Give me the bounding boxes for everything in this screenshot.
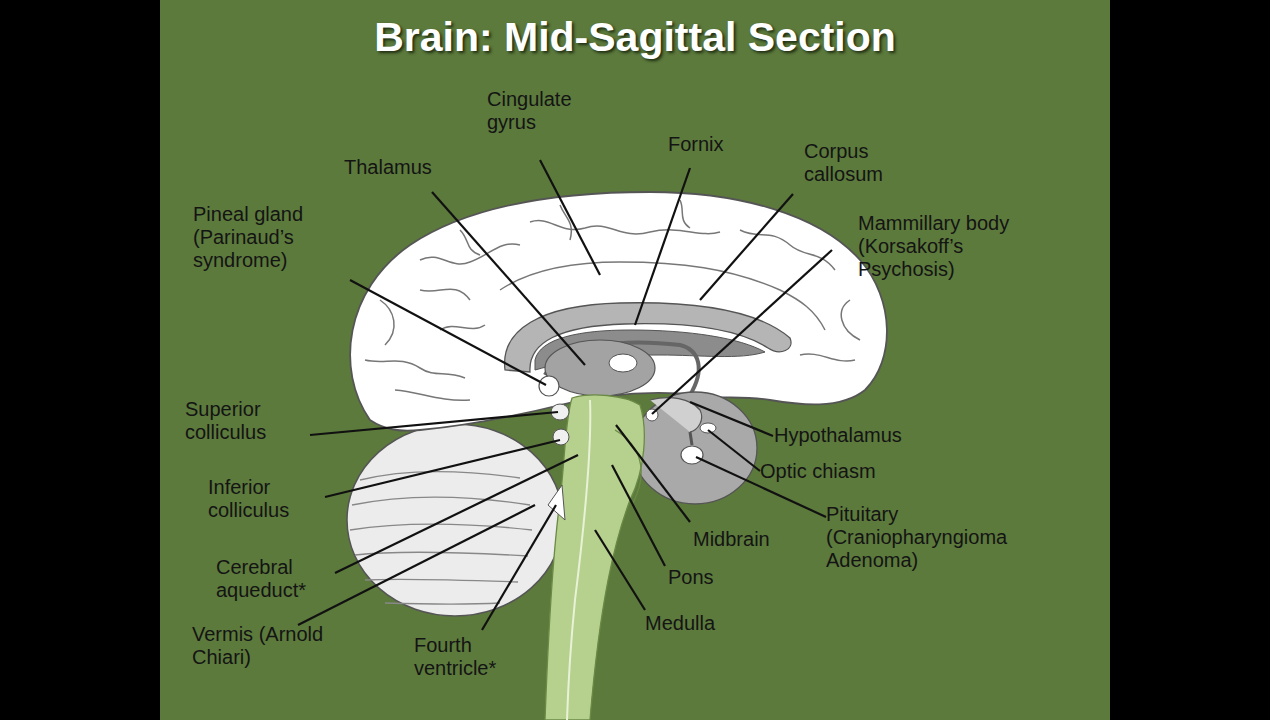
sulcus [380,300,394,345]
sulcus [440,325,485,330]
leader-line [595,530,645,610]
leader-line [700,194,793,300]
sulcus [365,360,465,378]
part-label: Cingulate gyrus [487,88,617,134]
sulcus [800,354,855,361]
leader-line [540,160,600,275]
sulcus [740,230,835,270]
part-label: Superior colliculus [185,398,310,444]
central-canal [567,400,590,720]
leader-line [432,192,585,365]
leader-line [708,430,760,471]
folium [352,497,530,505]
sulcus [841,300,860,340]
sulci [365,200,860,400]
leader-line [652,250,832,414]
leader-line [616,425,690,522]
part-label: Corpus callosum [804,140,924,186]
part-label: Hypothalamus [774,424,964,447]
leader-line [612,465,665,566]
pituitary [681,446,703,464]
part-label: Mammillary body (Korsakoff’s Psychosis) [858,212,1036,281]
sulcus [420,289,470,300]
part-label: Inferior colliculus [208,476,328,522]
leader-line [298,505,535,625]
folium [385,603,500,604]
sulcus [530,220,720,233]
optic-chiasm [700,423,716,433]
cerebrum [350,192,887,431]
part-label: Pituitary (Craniopharyngioma Adenoma) [826,503,1031,572]
sulcus [680,200,690,228]
leader-line [335,455,578,573]
part-label: Fornix [668,133,758,156]
interthalamic-adhesion [609,354,637,372]
part-label: Vermis (Arnold Chiari) [192,623,327,669]
leader-line [325,440,560,497]
folium [350,524,532,530]
part-label: Pons [668,566,748,589]
folium [360,471,520,480]
leader-line [690,402,773,436]
leader-line [310,412,558,435]
part-label: Fourth ventricle* [414,634,524,680]
temporal-lobe [633,392,757,504]
part-label: Thalamus [344,156,474,179]
part-label: Medulla [645,612,745,635]
pineal-gland [539,376,559,396]
part-label: Optic chiasm [760,460,930,483]
leader-line [635,168,690,325]
inferior-colliculus [553,429,569,445]
leader-line [482,505,556,630]
part-label: Midbrain [693,528,813,551]
cerebellum [347,424,563,616]
diagram-title: Brain: Mid-Sagittal Section [160,14,1110,61]
infundibulum [690,432,692,445]
leader-lines [298,160,832,630]
sulcus [395,390,470,400]
part-label: Cerebral aqueduct* [216,556,341,602]
thalamus [545,340,655,396]
leader-line [350,280,546,385]
part-label: Pineal gland (Parinaud’s syndrome) [193,203,348,272]
